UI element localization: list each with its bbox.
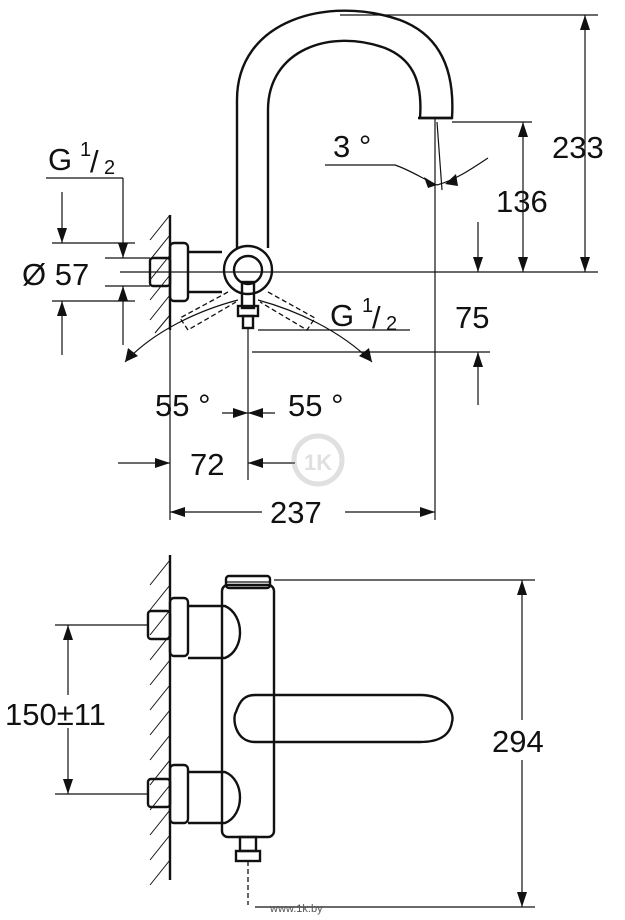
dimension-lines-top	[46, 14, 598, 520]
svg-text:/: /	[90, 144, 99, 179]
dimension-lines-front	[55, 579, 535, 908]
angle-right-label: 55 °	[288, 388, 344, 423]
wall-hatch-front	[149, 555, 172, 886]
diameter-label: Ø 57	[22, 257, 89, 292]
projection-237-label: 237	[270, 495, 322, 530]
height-233-label: 233	[552, 130, 604, 165]
watermark-text: www.1k.by	[269, 903, 323, 915]
spout-top	[222, 9, 454, 340]
angle-left-label: 55 °	[155, 388, 211, 423]
thread-outlet-num: 1	[362, 295, 373, 317]
watermark-logo: 1K	[291, 433, 345, 487]
thread-inlet-den: 2	[104, 157, 115, 179]
depth-75-label: 75	[455, 300, 489, 335]
thread-outlet-letter: G	[330, 298, 354, 333]
thread-inlet-letter: G	[48, 142, 72, 177]
thread-inlet-num: 1	[80, 139, 91, 161]
svg-text:/: /	[372, 300, 381, 335]
thread-outlet-den: 2	[386, 313, 397, 335]
thread-inlet-label: G 1 / 2	[48, 139, 115, 179]
thread-outlet-label: G 1 / 2	[330, 295, 397, 335]
height-136-label: 136	[496, 184, 548, 219]
offset-72-label: 72	[190, 447, 224, 482]
top-view: G 1 / 2 Ø 57 3 ° 233 136 G 1 / 2 75 55 °…	[22, 9, 604, 530]
spout-angle-label: 3 °	[333, 129, 371, 164]
wall-hatch-top	[149, 214, 172, 334]
front-view: 150±11 294	[5, 555, 544, 908]
total-height-294-label: 294	[492, 724, 544, 759]
watermark-logo-text: 1K	[304, 450, 332, 475]
mixer-body-front	[146, 574, 454, 905]
center-distance-label: 150±11	[5, 697, 106, 732]
